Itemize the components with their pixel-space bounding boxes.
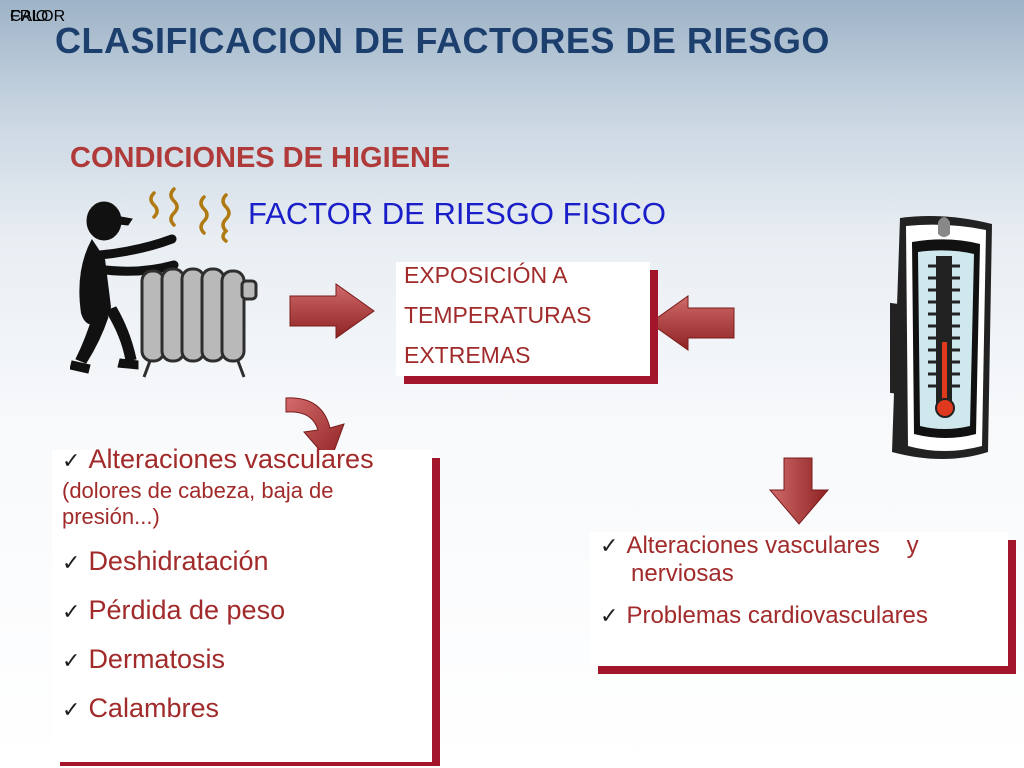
check-icon: ✓ [600,533,619,558]
list-item: ✓Problemas cardiovasculares [600,602,928,629]
frio-list-box: ✓Alteraciones vasculares y nerviosas ✓Pr… [590,532,1008,666]
arrow-down-icon [768,457,830,525]
calor-label: CALOR [10,8,66,25]
thermometer-illustration [890,216,992,459]
factor-heading: FACTOR DE RIESGO FISICO [248,196,666,231]
heat-waves-icon [149,187,231,243]
list-item: ✓Alteraciones vasculares [62,444,374,474]
curved-arrow-icon [285,397,345,463]
arrow-left-icon [649,295,735,351]
check-icon: ✓ [62,697,81,722]
check-icon: ✓ [62,550,81,575]
list-item-detail: (dolores de cabeza, baja de [62,478,334,503]
list-item-continuation: nerviosas [631,560,734,587]
exposure-line-2: TEMPERATURAS [404,302,592,328]
check-icon: ✓ [62,448,81,473]
slide-title: CLASIFICACION DE FACTORES DE RIESGO [55,20,830,61]
radiator-icon [140,267,258,378]
list-item: ✓Deshidratación [62,546,269,576]
list-item: ✓Alteraciones vasculares y [600,532,919,559]
arrow-right-icon [289,283,375,339]
exposure-box: EXPOSICIÓN A TEMPERATURAS EXTREMAS [396,262,650,376]
frio-label: FRIO [10,8,49,25]
person-heater-illustration [70,187,258,378]
check-icon: ✓ [62,648,81,673]
person-icon [70,201,179,374]
calor-list-box: ✓Alteraciones vasculares (dolores de cab… [52,444,432,762]
list-item: ✓Pérdida de peso [62,595,286,625]
exposure-line-1: EXPOSICIÓN A [404,262,568,288]
check-icon: ✓ [62,599,81,624]
check-icon: ✓ [600,603,619,628]
exposure-line-3: EXTREMAS [404,342,531,368]
list-item-detail: presión...) [62,504,160,529]
list-item: ✓Dermatosis [62,644,225,674]
list-item: ✓Calambres [62,693,219,723]
section-subtitle: CONDICIONES DE HIGIENE [70,142,451,174]
